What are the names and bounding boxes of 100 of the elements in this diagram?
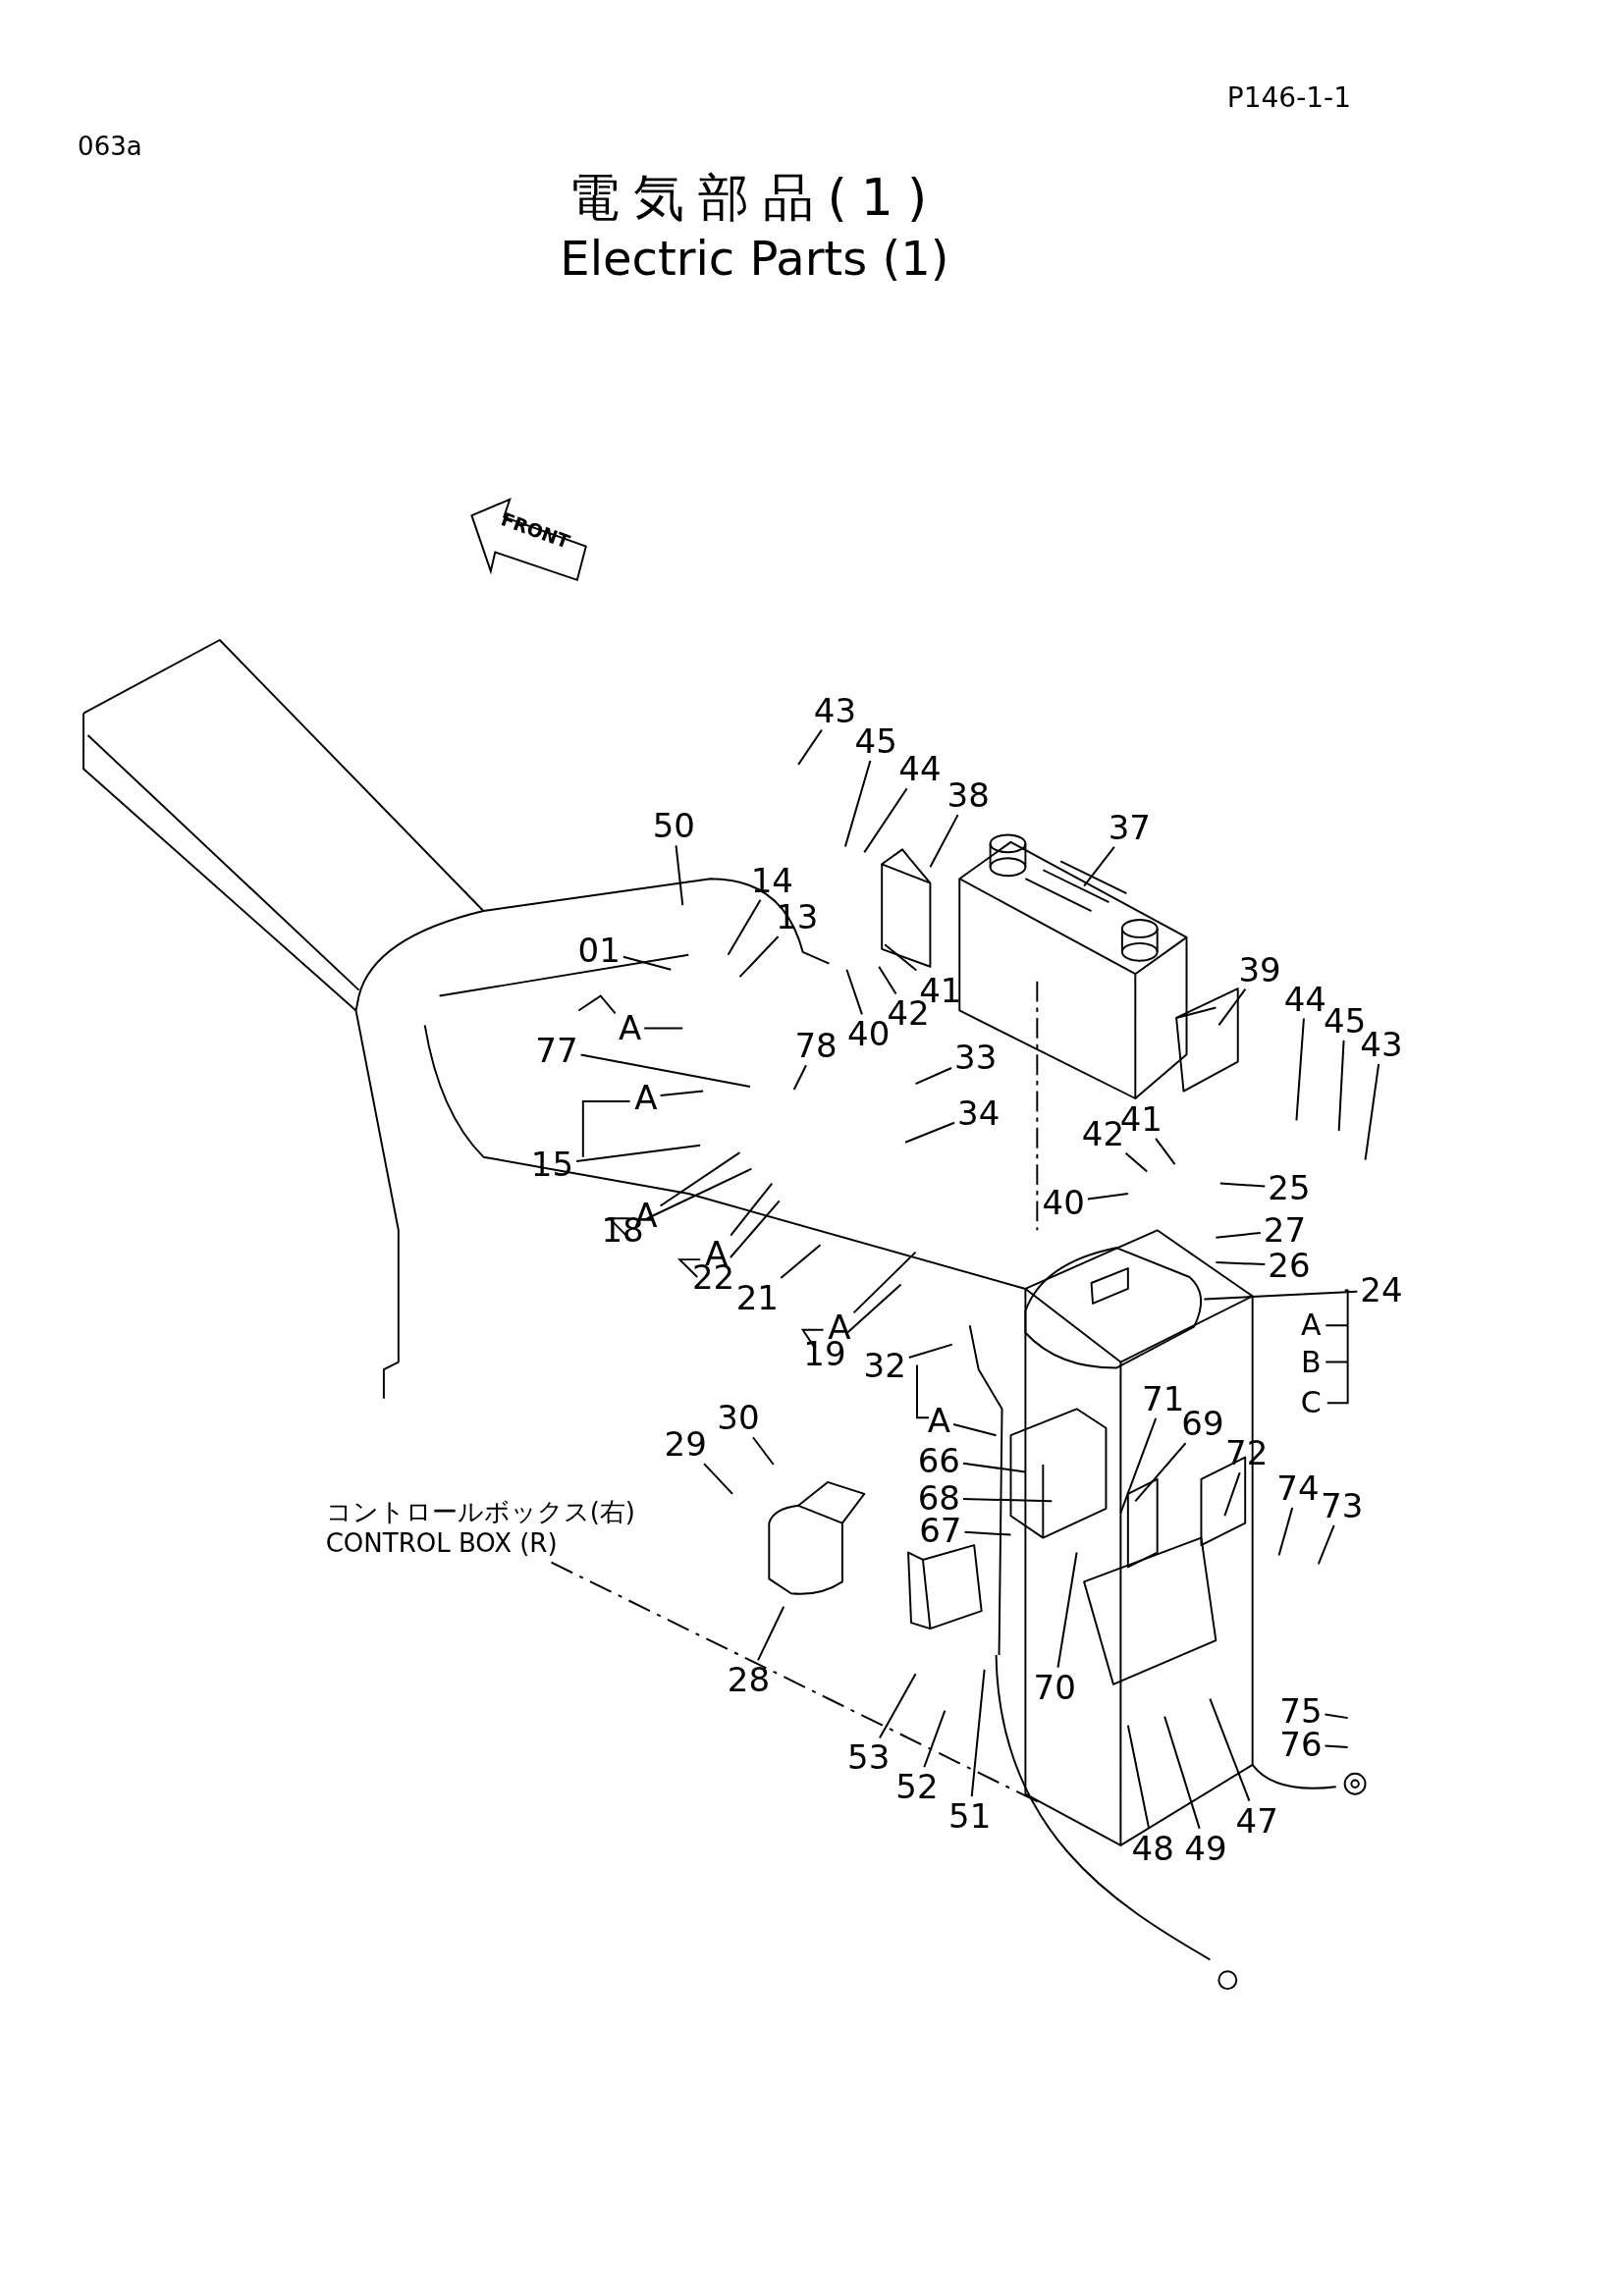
callout-number: 28: [727, 1663, 771, 1697]
callout-number: 44: [898, 752, 942, 786]
leader-line: [962, 1462, 1027, 1473]
leader-line: [1364, 1062, 1380, 1161]
leader-line: [1083, 845, 1115, 887]
leader-line: [1217, 988, 1247, 1027]
leader-line: [845, 1283, 902, 1335]
leader-line: [929, 814, 959, 869]
leader-line: [1134, 1442, 1187, 1503]
callout-number: 66: [917, 1443, 960, 1477]
leader-line: [703, 1463, 733, 1495]
leader-line: [675, 844, 684, 907]
callout-number: 25: [1268, 1171, 1311, 1204]
leader-line: [1155, 1137, 1176, 1166]
callout-number: 53: [847, 1740, 891, 1775]
variant-letter: A: [1301, 1310, 1322, 1341]
callout-number: A: [618, 1011, 642, 1045]
subtitle: Electric Parts (1): [560, 234, 949, 282]
callout-number: 21: [735, 1280, 779, 1314]
callout-number: 24: [1360, 1273, 1403, 1308]
callout-number: A: [634, 1080, 658, 1114]
leader-line: [1163, 1715, 1201, 1830]
leader-line: [845, 968, 863, 1016]
callout-number: 78: [794, 1029, 838, 1063]
leader-line: [622, 955, 673, 971]
leader-line: [952, 1423, 998, 1437]
leader-line: [1223, 1471, 1241, 1518]
part-name: CONTROL BOX (R): [325, 1527, 559, 1560]
leader-line: [1324, 1744, 1349, 1748]
callout-number: 74: [1276, 1470, 1320, 1505]
leader-line: [1056, 1551, 1078, 1669]
callout-number: 39: [1238, 952, 1281, 987]
leader-line: [1337, 1039, 1345, 1132]
leader-line: [1209, 1697, 1251, 1802]
page-number: P146-1-1: [1226, 83, 1352, 112]
leader-line: [1203, 1290, 1359, 1301]
page-code: 063a: [78, 133, 142, 160]
callout-number: 01: [577, 934, 621, 968]
leader-line: [757, 1605, 785, 1662]
callout-number: 43: [813, 693, 857, 727]
leader-line: [963, 1530, 1012, 1536]
variant-letter: C: [1300, 1388, 1322, 1418]
leader-line: [575, 1144, 702, 1162]
callout-number: 73: [1321, 1488, 1364, 1522]
leader-line: [1086, 1193, 1129, 1201]
part-name: コントロールボックス(右): [325, 1495, 635, 1528]
leader-line: [730, 1182, 774, 1237]
callout-number: 30: [717, 1401, 760, 1435]
leader-line: [643, 1027, 684, 1030]
leader-line: [1324, 1713, 1349, 1720]
leader-line: [1124, 1151, 1149, 1173]
leader-line: [904, 1121, 955, 1144]
leader-line: [843, 759, 872, 848]
callout-number: 68: [917, 1481, 960, 1516]
leader-line: [878, 965, 897, 995]
callout-number: 45: [1324, 1003, 1367, 1038]
callout-number: 33: [954, 1041, 998, 1075]
leader-line: [729, 1200, 781, 1258]
leader-line: [792, 1064, 808, 1092]
leader-line: [914, 1067, 953, 1086]
leader-line: [878, 1673, 917, 1739]
callout-number: 52: [895, 1770, 939, 1804]
leader-line: [659, 1090, 705, 1096]
leader-line: [797, 728, 823, 766]
callout-number: 38: [947, 778, 990, 813]
leader-line: [970, 1668, 986, 1798]
leader-line: [727, 898, 762, 956]
leader-line: [1215, 1231, 1262, 1239]
callout-number: 50: [652, 809, 695, 843]
leader-line: [1119, 1416, 1158, 1515]
leader-line: [1317, 1523, 1335, 1566]
leader-line: [780, 1244, 822, 1279]
callout-number: 49: [1184, 1831, 1227, 1865]
callout-number: 44: [1283, 982, 1326, 1016]
callout-number: 48: [1131, 1831, 1174, 1865]
callout-number: 32: [863, 1348, 906, 1382]
callout-number: 47: [1235, 1803, 1278, 1838]
callout-number: 37: [1108, 810, 1151, 844]
leader-line: [1126, 1724, 1151, 1830]
leader-line: [1215, 1261, 1267, 1266]
callout-number: A: [927, 1404, 950, 1438]
leader-line: [659, 1151, 741, 1207]
leader-line: [907, 1343, 953, 1360]
leader-line: [923, 1709, 947, 1769]
callout-number: 75: [1279, 1693, 1323, 1728]
callout-number: 26: [1268, 1249, 1311, 1283]
callout-number: 40: [1042, 1185, 1085, 1219]
leader-line: [962, 1497, 1054, 1503]
callout-number: 67: [919, 1514, 962, 1548]
leader-line: [1277, 1506, 1294, 1557]
callout-number: 45: [854, 723, 897, 758]
leader-line: [751, 1436, 775, 1466]
leader-line: [852, 1251, 917, 1314]
callout-number: 27: [1263, 1213, 1307, 1248]
variant-letter: B: [1301, 1347, 1322, 1377]
leader-line: [1218, 1182, 1267, 1188]
leader-line: [884, 943, 918, 972]
callout-number: 34: [957, 1095, 1001, 1130]
callout-number: 14: [750, 863, 793, 897]
leader-line: [738, 935, 780, 979]
